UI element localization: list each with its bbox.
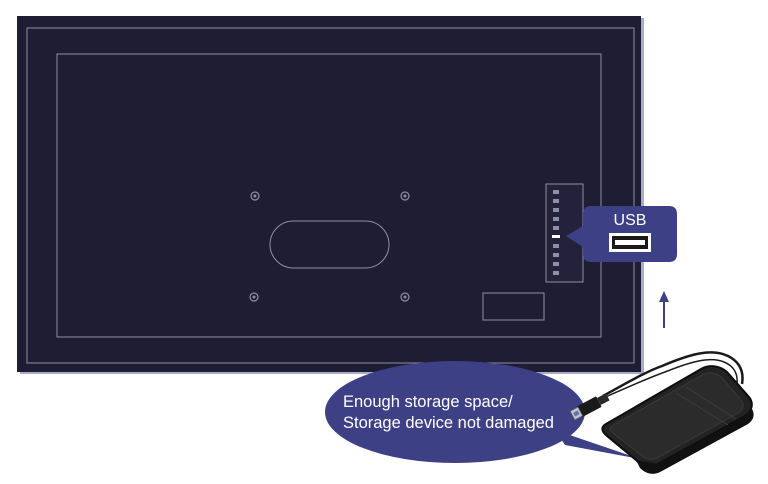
bubble-line-1: Enough storage space/: [343, 393, 513, 411]
up-arrow-icon: [659, 291, 669, 328]
storage-bubble: [325, 361, 640, 463]
storage-requirement-text: Enough storage space/ Storage device not…: [343, 392, 583, 434]
bubble-line-2: Storage device not damaged: [343, 414, 554, 432]
tv-back-panel: [17, 16, 644, 374]
external-hard-drive-icon: [569, 351, 754, 474]
usb-port-icon: [609, 233, 651, 252]
usb-callout: [566, 206, 677, 262]
center-recess: [269, 220, 390, 269]
label-area: [482, 292, 545, 321]
usb-label: USB: [613, 212, 647, 229]
mount-screws: [249, 191, 410, 302]
